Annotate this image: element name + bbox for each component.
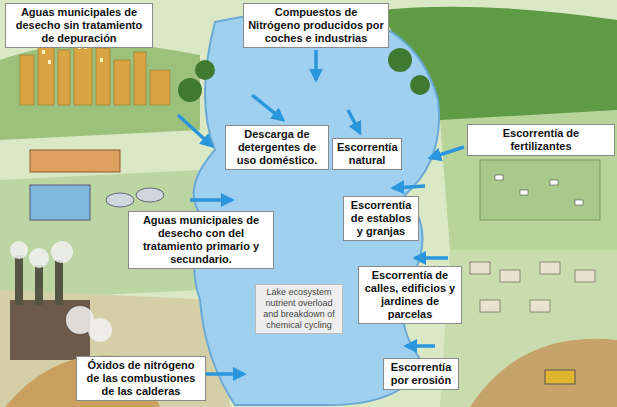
label-box: Descarga de detergentes de uso doméstico… bbox=[225, 125, 329, 170]
label-box: Aguas municipales de desecho con del tra… bbox=[128, 211, 274, 269]
label-box: Escorrentía de calles, edificios y jardi… bbox=[358, 266, 462, 324]
label-box: Escorrentía natural bbox=[332, 138, 402, 170]
label-text: Aguas municipales de desecho sin tratami… bbox=[10, 6, 148, 45]
label-text: Compuestos de Nitrógeno producidos por c… bbox=[248, 6, 384, 45]
label-text: Óxidos de nitrógeno de las combustiones … bbox=[81, 359, 201, 398]
label-text: Escorrentía de establos y granjas bbox=[348, 199, 414, 238]
label-box: Compuestos de Nitrógeno producidos por c… bbox=[243, 3, 389, 48]
label-box: Escorrentía por erosión bbox=[383, 358, 459, 390]
label-text: Escorrentía por erosión bbox=[388, 361, 454, 387]
label-text: Escorrentía de fertilizantes bbox=[472, 127, 610, 153]
label-text: Descarga de detergentes de uso doméstico… bbox=[230, 128, 324, 167]
label-text: Aguas municipales de desecho con del tra… bbox=[133, 214, 269, 266]
label-text: Escorrentía de calles, edificios y jardi… bbox=[363, 269, 457, 321]
label-text: Lake ecosystem nutrient overload and bre… bbox=[260, 287, 338, 331]
label-box: Aguas municipales de desecho sin tratami… bbox=[5, 3, 153, 48]
note-box: Lake ecosystem nutrient overload and bre… bbox=[255, 284, 343, 334]
label-box: Escorrentía de fertilizantes bbox=[467, 124, 615, 156]
label-box: Escorrentía de establos y granjas bbox=[343, 196, 419, 241]
label-text: Escorrentía natural bbox=[337, 141, 397, 167]
label-box: Óxidos de nitrógeno de las combustiones … bbox=[76, 356, 206, 401]
